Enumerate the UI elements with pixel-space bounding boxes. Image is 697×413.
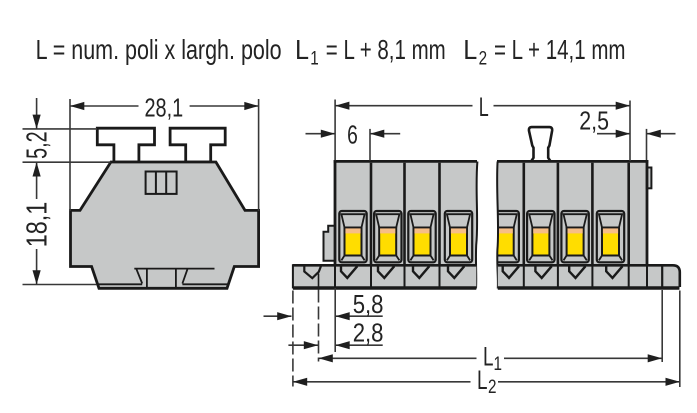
svg-text:L: L — [479, 92, 489, 122]
svg-text:L = num. poli x largh. polo: L = num. poli x largh. polo — [36, 34, 282, 65]
svg-text:18,1: 18,1 — [21, 202, 53, 248]
svg-text:L: L — [477, 365, 488, 395]
svg-text:5,2: 5,2 — [21, 131, 53, 159]
svg-text:2: 2 — [488, 376, 497, 398]
svg-text:= L + 8,1 mm: = L + 8,1 mm — [326, 34, 446, 65]
svg-text:1: 1 — [310, 49, 319, 70]
svg-text:6: 6 — [347, 119, 358, 149]
svg-text:2,8: 2,8 — [353, 318, 384, 348]
svg-text:1: 1 — [494, 353, 503, 375]
svg-text:5,8: 5,8 — [353, 289, 384, 319]
svg-text:L: L — [483, 342, 494, 372]
svg-text:28,1: 28,1 — [145, 92, 184, 122]
svg-text:L: L — [295, 34, 309, 65]
svg-text:2,5: 2,5 — [579, 106, 609, 136]
svg-text:L: L — [463, 34, 477, 65]
svg-text:2: 2 — [479, 49, 488, 70]
svg-text:= L + 14,1 mm: = L + 14,1 mm — [494, 34, 626, 65]
